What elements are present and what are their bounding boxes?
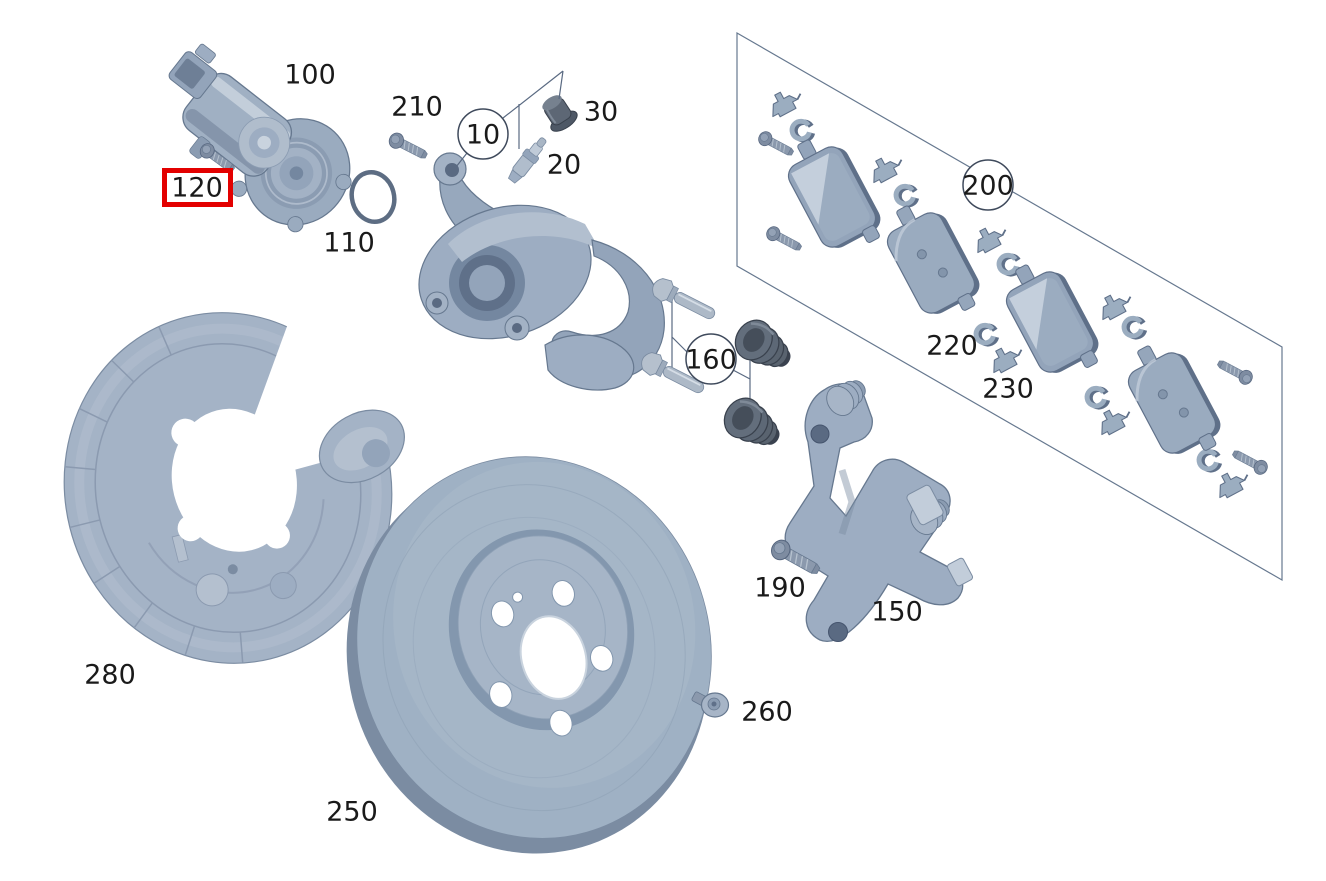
callout-160[interactable]: 160 — [685, 345, 737, 376]
callout-190[interactable]: 190 — [754, 573, 806, 604]
balloon-10[interactable] — [457, 108, 509, 160]
part-brake-caliper — [418, 152, 665, 391]
balloon-160[interactable] — [685, 333, 737, 385]
highlight-box-120[interactable] — [162, 168, 233, 207]
kit-bolt — [1214, 355, 1256, 388]
spring-clip — [893, 182, 920, 209]
callout-210[interactable]: 210 — [391, 92, 443, 123]
part-bleeder-cap — [542, 95, 578, 132]
callout-120[interactable]: 120 — [171, 173, 223, 204]
callout-150[interactable]: 150 — [871, 597, 923, 628]
callout-20[interactable]: 20 — [547, 150, 581, 181]
callout-30[interactable]: 30 — [584, 97, 618, 128]
guide-pin-boot — [726, 311, 801, 381]
leader-line-group-160 — [671, 296, 751, 411]
brake-pad — [873, 190, 990, 330]
callout-280[interactable]: 280 — [84, 660, 136, 691]
balloon-200[interactable] — [962, 159, 1014, 211]
callout-260[interactable]: 260 — [741, 697, 793, 728]
callout-10[interactable]: 10 — [466, 120, 500, 151]
guide-pin-and-boot-group — [636, 273, 801, 459]
retaining-clip — [1210, 464, 1254, 502]
callout-220[interactable]: 220 — [926, 331, 978, 362]
kit-bolt — [1229, 445, 1271, 478]
callouts: 100 120 110 210 10 20 30 200 220 230 160… — [84, 60, 1034, 828]
part-oring-seal — [349, 169, 397, 225]
spring-clip — [1121, 314, 1148, 341]
spring-clip — [789, 117, 816, 144]
retaining-clip — [968, 219, 1012, 257]
callout-200[interactable]: 200 — [962, 171, 1014, 202]
part-parking-brake-actuator — [168, 43, 352, 233]
brake-pad — [1114, 330, 1231, 470]
part-disc-screw — [691, 691, 730, 718]
callout-230[interactable]: 230 — [982, 374, 1034, 405]
brake-pad-kit-box — [736, 31, 1283, 582]
part-brake-disc — [346, 456, 712, 854]
kit-bolt — [755, 128, 797, 161]
leader-line-group-10 — [455, 70, 564, 168]
retaining-clip — [763, 83, 807, 121]
spring-clip — [1196, 447, 1223, 474]
part-caliper-bolt — [386, 130, 431, 164]
callout-100[interactable]: 100 — [284, 60, 336, 91]
kit-bolt — [763, 223, 805, 256]
retaining-clip — [864, 149, 908, 187]
callout-110[interactable]: 110 — [323, 228, 375, 259]
spring-clip — [1084, 384, 1111, 411]
callout-250[interactable]: 250 — [326, 797, 378, 828]
part-dust-shield — [63, 278, 446, 664]
guide-pin-boot — [715, 389, 790, 459]
part-bleeder-valve — [507, 137, 547, 184]
